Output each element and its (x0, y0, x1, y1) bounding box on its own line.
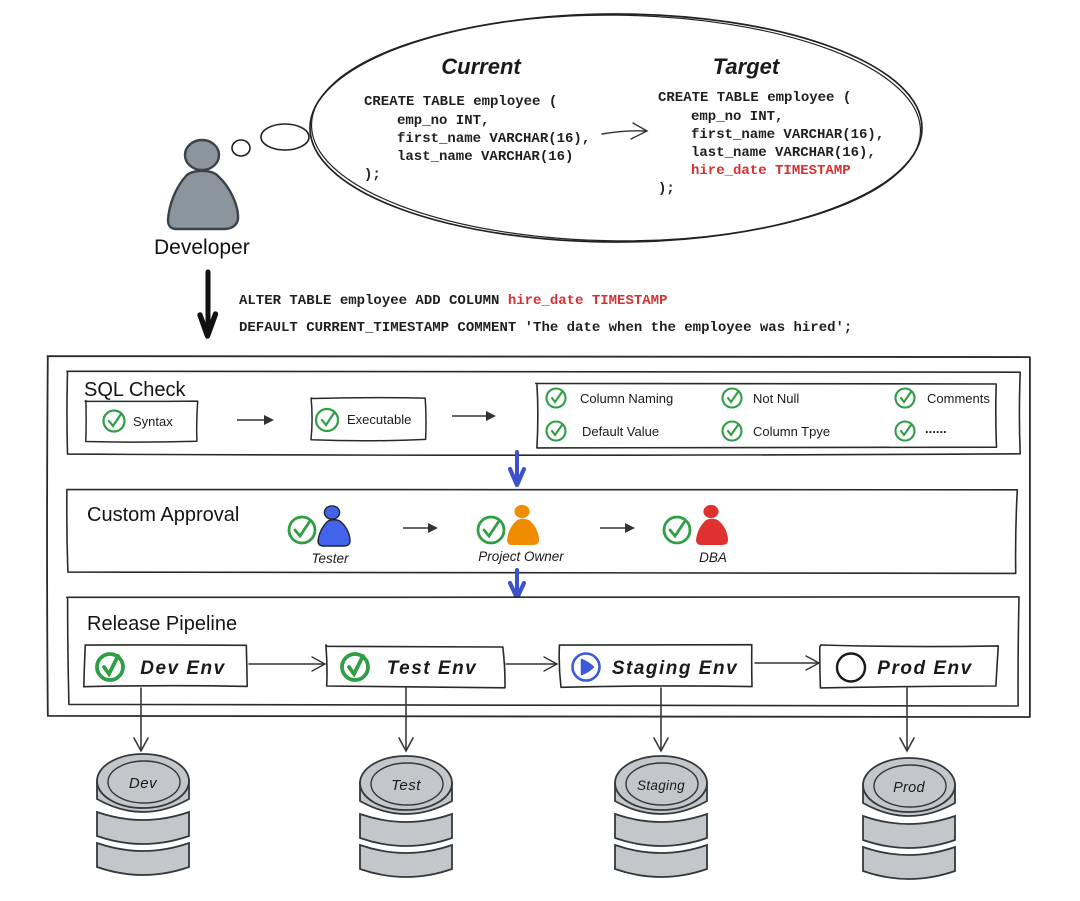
svg-text:Not Null: Not Null (753, 391, 799, 406)
svg-text:......: ...... (925, 421, 947, 436)
svg-text:first_name VARCHAR(16),: first_name VARCHAR(16), (397, 131, 590, 147)
svg-text:emp_no INT,: emp_no INT, (691, 109, 783, 125)
svg-text:Developer: Developer (154, 236, 250, 259)
svg-text:Test Env: Test Env (387, 658, 478, 679)
svg-text:last_name VARCHAR(16): last_name VARCHAR(16) (397, 149, 573, 165)
svg-text:last_name VARCHAR(16),: last_name VARCHAR(16), (691, 145, 876, 161)
svg-text:Tester: Tester (311, 551, 349, 566)
svg-text:ALTER TABLE employee ADD COLUM: ALTER TABLE employee ADD COLUMN hire_dat… (239, 293, 667, 309)
svg-text:Project Owner: Project Owner (478, 549, 564, 564)
svg-text:);: ); (658, 181, 675, 197)
svg-text:Prod: Prod (893, 780, 925, 796)
svg-text:Dev Env: Dev Env (140, 658, 225, 679)
svg-text:Column Naming: Column Naming (580, 391, 673, 406)
svg-text:DEFAULT CURRENT_TIMESTAMP COMM: DEFAULT CURRENT_TIMESTAMP COMMENT 'The d… (239, 320, 852, 336)
svg-text:DBA: DBA (699, 550, 727, 565)
svg-text:Staging: Staging (637, 778, 685, 793)
svg-text:Current: Current (441, 54, 522, 79)
svg-text:Staging Env: Staging Env (612, 658, 738, 679)
svg-text:Prod Env: Prod Env (877, 658, 972, 679)
svg-text:Target: Target (713, 54, 781, 79)
svg-text:Column Tpye: Column Tpye (753, 424, 830, 439)
svg-text:Custom Approval: Custom Approval (87, 504, 239, 526)
svg-text:Comments: Comments (927, 391, 990, 406)
svg-text:CREATE TABLE employee (: CREATE TABLE employee ( (658, 90, 851, 106)
svg-text:Default Value: Default Value (582, 424, 659, 439)
svg-text:Executable: Executable (347, 412, 411, 427)
svg-text:emp_no INT,: emp_no INT, (397, 113, 489, 129)
svg-text:hire_date TIMESTAMP: hire_date TIMESTAMP (691, 163, 851, 179)
svg-text:Test: Test (391, 777, 421, 794)
svg-text:Syntax: Syntax (133, 414, 173, 429)
svg-text:CREATE TABLE employee (: CREATE TABLE employee ( (364, 94, 557, 110)
svg-text:Dev: Dev (129, 775, 158, 792)
svg-text:);: ); (364, 167, 381, 183)
svg-text:Release Pipeline: Release Pipeline (87, 613, 237, 635)
svg-text:SQL Check: SQL Check (84, 379, 187, 401)
svg-text:first_name VARCHAR(16),: first_name VARCHAR(16), (691, 127, 884, 143)
